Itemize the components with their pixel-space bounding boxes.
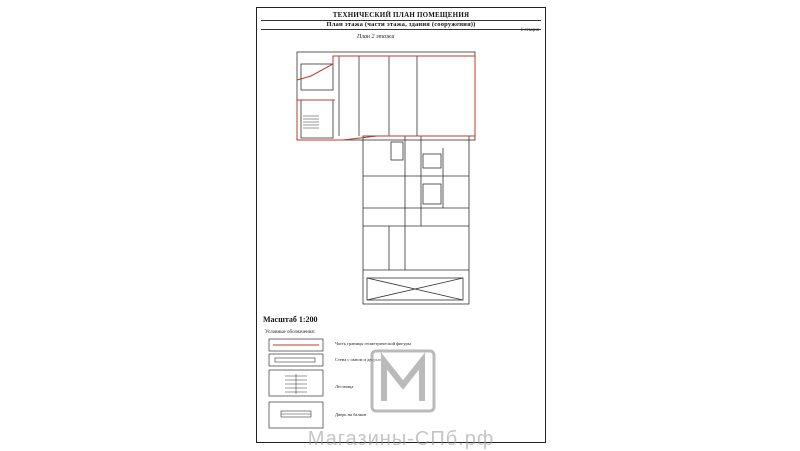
legend-stair-text: Лестница [335, 384, 354, 389]
watermark-text: Магазины-СПб.рф [307, 428, 495, 450]
legend-heading: Условные обозначения: [265, 330, 316, 335]
scale-label: Масштаб 1:200 [263, 315, 318, 324]
title-divider [261, 20, 541, 21]
subtitle-divider [261, 29, 541, 30]
floor-plan-drawing [268, 51, 476, 429]
legend-balcony-door-text: Дверь на балкон [335, 412, 367, 417]
section-label: 1 секция [520, 28, 539, 33]
legend-wall-text: Стена с окном и дверью [335, 357, 382, 362]
floor-label: План 2 этажа [357, 34, 395, 40]
watermark-logo-icon [370, 349, 436, 413]
plan-sheet: ТЕХНИЧЕСКИЙ ПЛАН ПОМЕЩЕНИЯ План этажа (ч… [256, 7, 546, 443]
document-subtitle: План этажа (части этажа, здания (сооруже… [326, 21, 476, 28]
legend-boundary-text: Часть границы геометрической фигуры [335, 341, 411, 346]
document-title: ТЕХНИЧЕСКИЙ ПЛАН ПОМЕЩЕНИЯ [332, 11, 470, 19]
